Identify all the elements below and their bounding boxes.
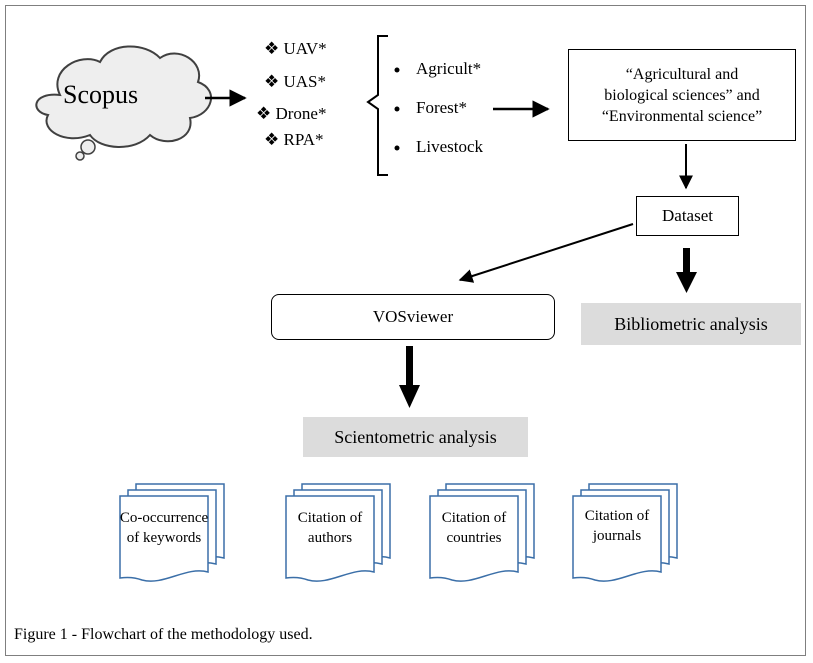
bullet-3 [394, 145, 400, 151]
doc-stack-keywords [119, 483, 225, 582]
dataset-box: Dataset [636, 196, 739, 236]
doc-stack-countries [429, 483, 535, 582]
output-keywords: Co-occurrence of keywords [118, 508, 210, 548]
output-journals-line1: Citation of [584, 508, 650, 524]
doc-stack-authors [285, 483, 391, 582]
cloud-bubble-2 [75, 151, 85, 161]
vosviewer-label: VOSviewer [372, 307, 454, 326]
output-keywords-line2: of keywords [126, 530, 202, 546]
figure-frame [5, 5, 806, 656]
arrow-dataset-to-vosviewer [458, 223, 634, 283]
subject-areas-line3: “Environmental science” [601, 107, 763, 125]
subject-areas-line1: “Agricultural and [625, 65, 739, 83]
output-journals: Citation of journals [571, 506, 663, 546]
search-term-drone: ❖ Drone* [256, 104, 327, 123]
output-authors: Citation of authors [284, 508, 376, 548]
topic-agricult: Agricult* [416, 59, 482, 78]
output-keywords-line1: Co-occurrence [119, 510, 209, 526]
subject-areas-box: “Agricultural and biological sciences” a… [568, 49, 796, 141]
bibliometric-label: Bibliometric analysis [614, 313, 768, 334]
brace [366, 35, 388, 176]
output-countries: Citation of countries [428, 508, 520, 548]
dataset-label: Dataset [662, 206, 713, 225]
cloud-bubble-1 [80, 139, 96, 155]
topic-livestock: Livestock [416, 137, 484, 156]
doc-stack-journals [572, 483, 678, 582]
thick-arrow-dataset-to-bibliometric [676, 248, 697, 293]
scopus-cloud [35, 45, 212, 148]
bibliometric-box: Bibliometric analysis [581, 303, 801, 345]
scientometric-box: Scientometric analysis [303, 417, 528, 457]
output-authors-line1: Citation of [297, 510, 363, 526]
output-countries-line2: countries [446, 530, 502, 546]
scopus-label: Scopus [63, 80, 139, 109]
bullet-1 [394, 67, 400, 73]
output-journals-line2: journals [592, 528, 642, 544]
topic-forest: Forest* [416, 98, 467, 117]
output-countries-line1: Citation of [441, 510, 507, 526]
output-authors-line2: authors [307, 530, 353, 546]
search-term-uav: ❖ UAV* [264, 39, 327, 58]
scientometric-label: Scientometric analysis [334, 426, 497, 447]
figure-caption: Figure 1 - Flowchart of the methodology … [14, 626, 313, 643]
search-term-uas: ❖ UAS* [264, 72, 326, 91]
subject-areas-line2: biological sciences” and [604, 86, 760, 104]
vosviewer-box: VOSviewer [271, 294, 555, 340]
search-term-rpa: ❖ RPA* [264, 130, 324, 149]
thick-arrow-vosviewer-to-scientometric [399, 346, 420, 408]
bullet-2 [394, 106, 400, 112]
